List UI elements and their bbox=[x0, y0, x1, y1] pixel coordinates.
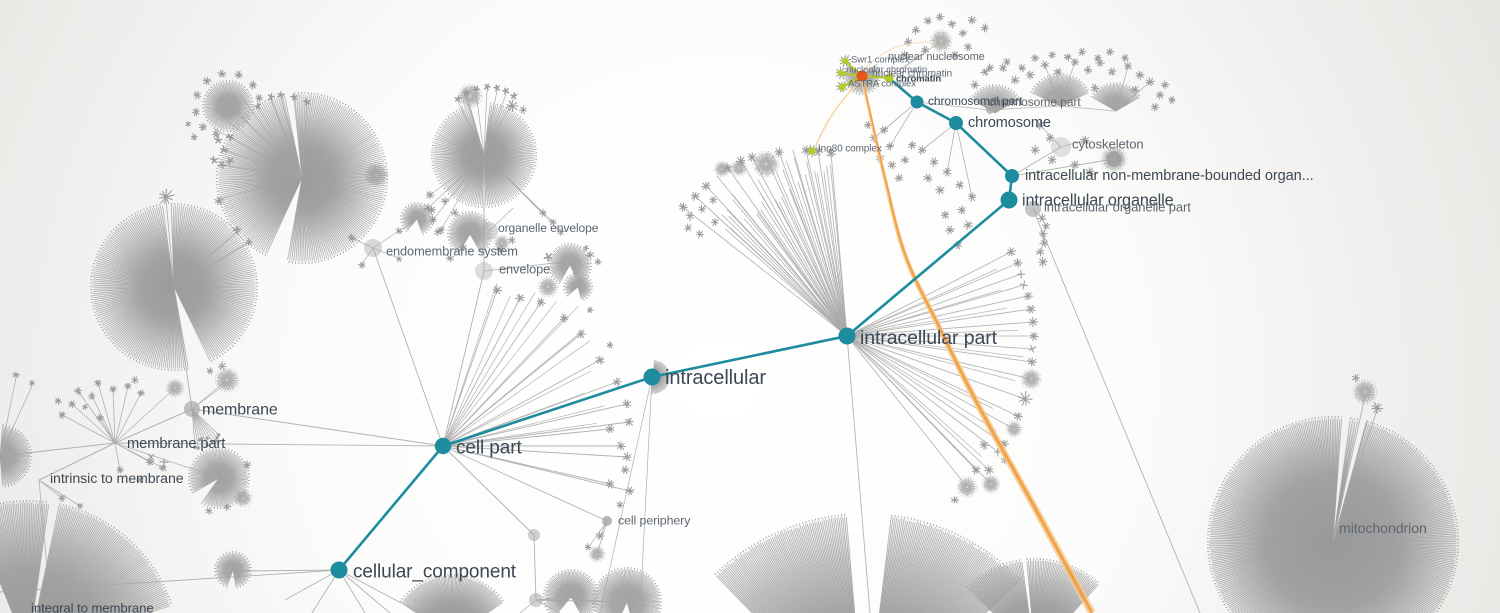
svg-text:nucleolar chromatin: nucleolar chromatin bbox=[846, 64, 927, 75]
svg-text:nuclear nucleosome: nuclear nucleosome bbox=[888, 51, 985, 63]
svg-text:cellular_component: cellular_component bbox=[353, 562, 517, 583]
svg-text:cell part: cell part bbox=[456, 438, 522, 459]
svg-text:intracellular part: intracellular part bbox=[860, 327, 998, 349]
svg-text:organelle envelope: organelle envelope bbox=[498, 221, 599, 235]
svg-text:nuclear chromatin: nuclear chromatin bbox=[872, 69, 953, 80]
svg-text:cell periphery: cell periphery bbox=[618, 513, 691, 527]
svg-text:intracellular: intracellular bbox=[665, 367, 766, 389]
svg-text:cytoskeleton: cytoskeleton bbox=[1072, 137, 1144, 152]
svg-text:chromosomal part: chromosomal part bbox=[928, 94, 1023, 108]
svg-text:intracellular organelle part: intracellular organelle part bbox=[1044, 200, 1191, 215]
svg-text:mitochondrion: mitochondrion bbox=[1339, 521, 1427, 537]
svg-text:ASTRA complex: ASTRA complex bbox=[848, 78, 916, 89]
svg-text:endomembrane system: endomembrane system bbox=[386, 244, 518, 259]
svg-text:envelope: envelope bbox=[499, 262, 550, 277]
svg-text:intrinsic to membrane: intrinsic to membrane bbox=[50, 471, 184, 487]
svg-text:membrane part: membrane part bbox=[127, 436, 225, 452]
svg-text:membrane: membrane bbox=[202, 402, 278, 419]
svg-text:chromosome part: chromosome part bbox=[988, 95, 1081, 109]
svg-text:chromatin: chromatin bbox=[896, 73, 941, 84]
svg-text:integral to membrane: integral to membrane bbox=[31, 601, 154, 613]
svg-text:Ino80 complex: Ino80 complex bbox=[818, 144, 882, 155]
svg-text:Swr1 complex: Swr1 complex bbox=[851, 54, 910, 65]
svg-text:chromosome: chromosome bbox=[968, 115, 1051, 131]
svg-text:intracellular non-membrane-bou: intracellular non-membrane-bounded organ… bbox=[1025, 168, 1314, 184]
svg-text:intracellular organelle: intracellular organelle bbox=[1022, 192, 1174, 210]
